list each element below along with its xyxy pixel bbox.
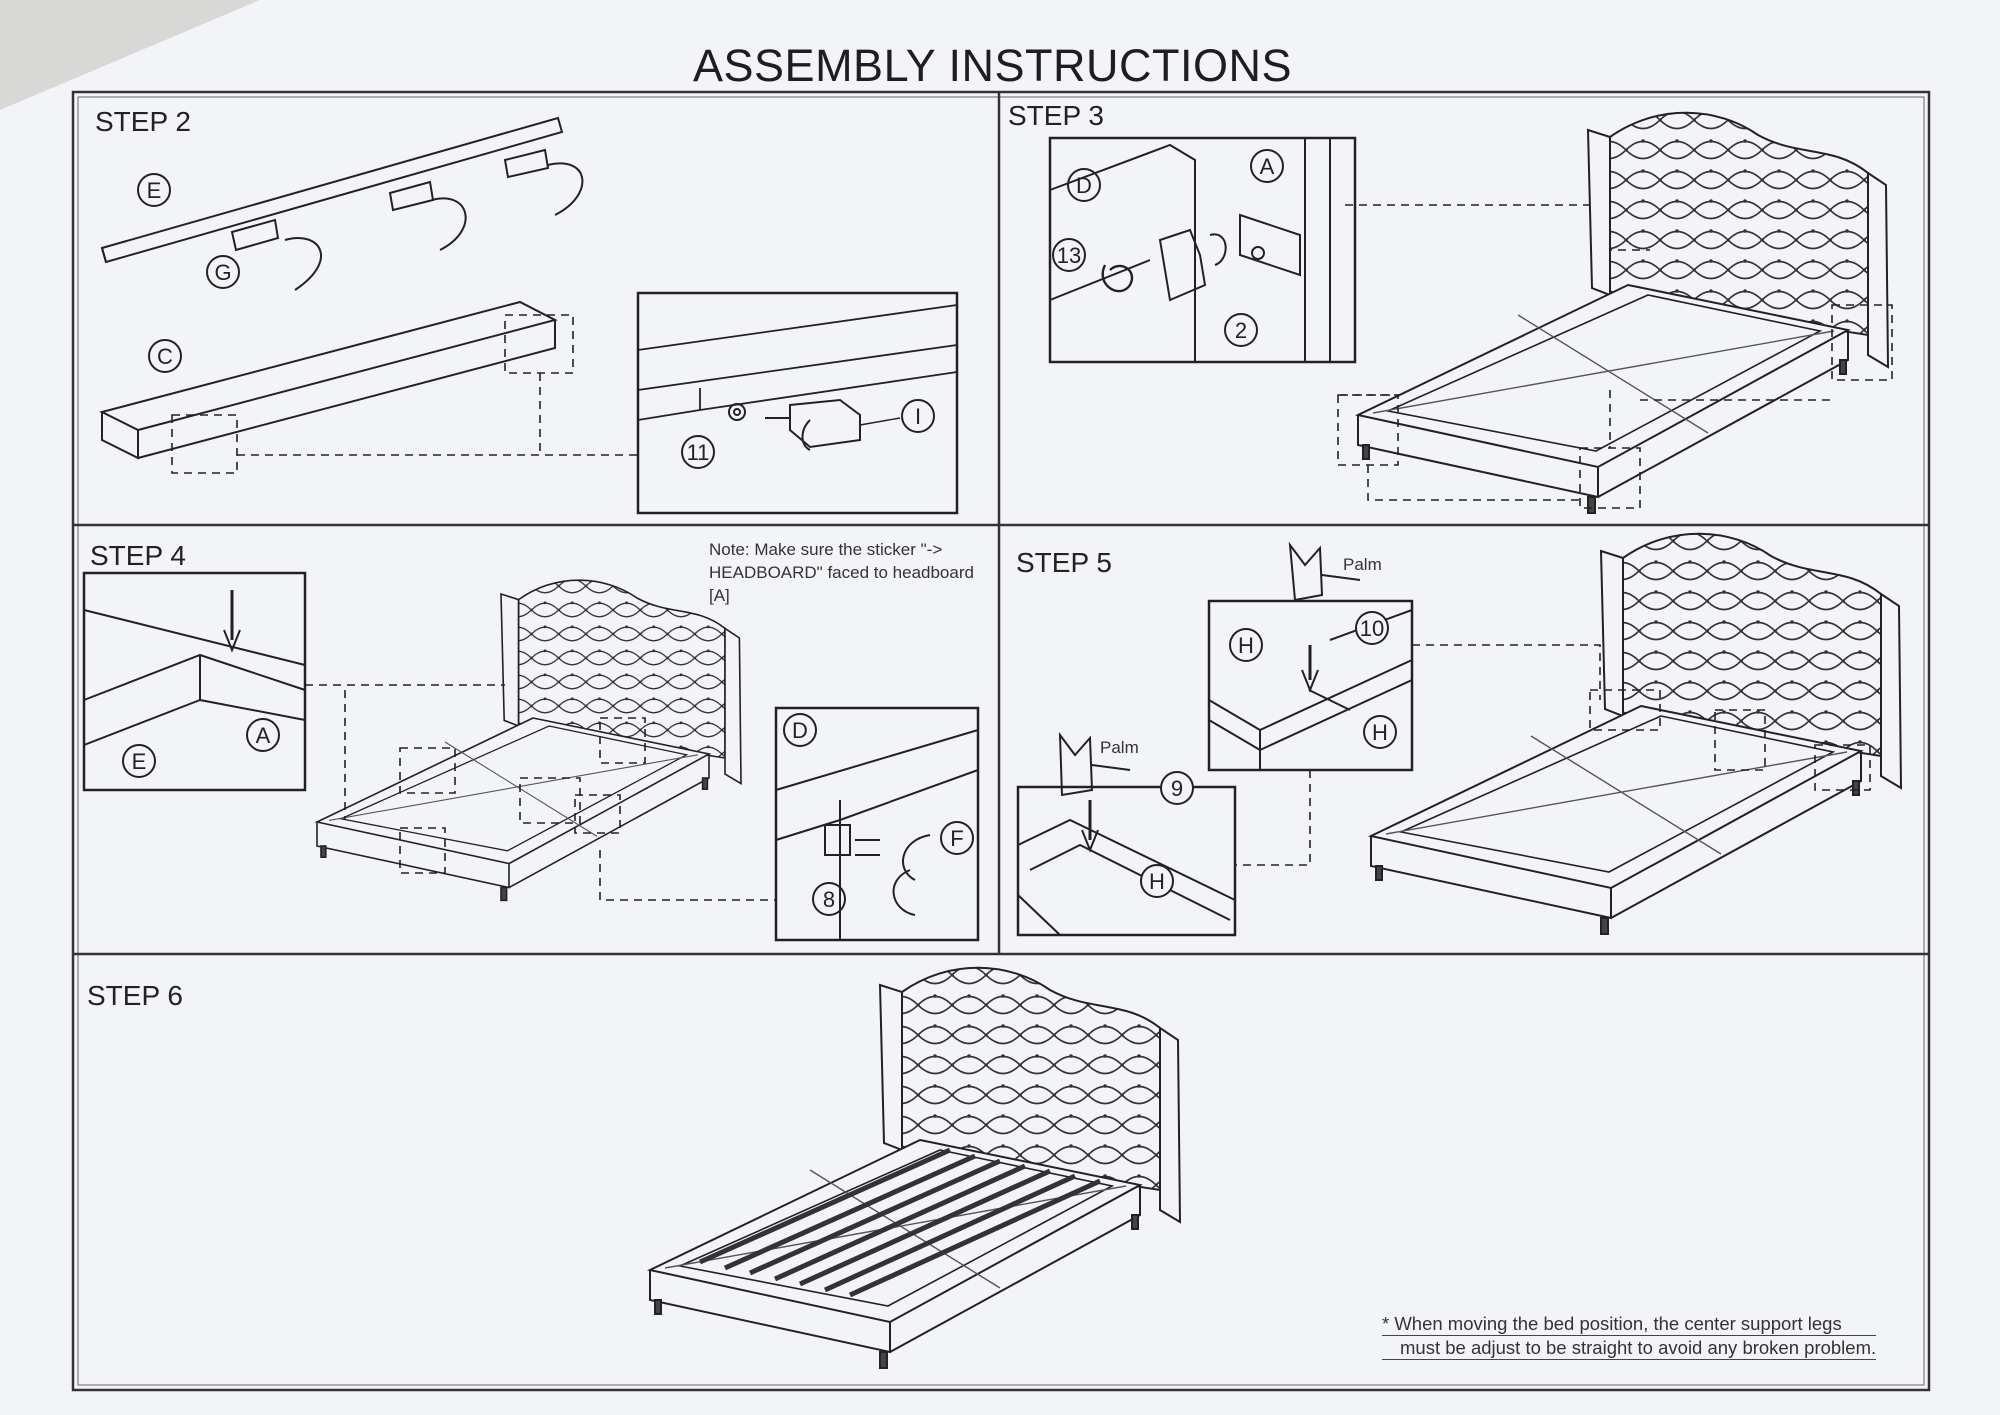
footnote-line-1: * When moving the bed position, the cent… [1382,1312,1877,1336]
callout-h: H [1229,628,1263,662]
step5-detail-inset-bottom [1016,785,1237,937]
callout-10: 10 [1355,611,1389,645]
palm-label: Palm [1100,738,1139,757]
step4-detail-inset-left [82,571,307,792]
svg-text:H: H [1372,720,1388,745]
callout-g: G [206,255,240,289]
svg-text:H: H [1238,633,1254,658]
page-title: ASSEMBLY INSTRUCTIONS [693,40,1292,91]
callout-a: A [1250,149,1284,183]
callout-9: 9 [1160,771,1194,805]
callout-e: E [122,744,156,778]
callout-f: F [940,821,974,855]
step-2-label: STEP 2 [95,106,191,137]
sticker-note: Note: Make sure the sticker "-> HEADBOAR… [709,540,974,605]
svg-text:2: 2 [1235,318,1247,343]
step-3-label: STEP 3 [1008,100,1104,131]
step2-detail-inset [636,291,959,515]
callout-2: 2 [1224,313,1258,347]
svg-text:D: D [1076,173,1092,198]
beam-c [99,300,558,460]
svg-text:G: G [214,260,231,285]
svg-text:D: D [792,718,808,743]
callout-c: C [148,339,182,373]
svg-text:A: A [1260,154,1275,179]
svg-text:13: 13 [1057,243,1081,268]
callouts: E G C I 11 D A 13 2 A E D F 8 H 10 H 9 H [122,149,1397,916]
callout-13: 13 [1052,238,1086,272]
svg-text:8: 8 [823,887,835,912]
svg-text:A: A [256,723,271,748]
svg-text:11: 11 [687,440,710,465]
callout-h: H [1363,715,1397,749]
callout-a: A [246,718,280,752]
svg-text:9: 9 [1171,776,1183,801]
svg-text:H: H [1149,869,1165,894]
brackets-g [230,148,584,291]
palm-label: Palm [1343,555,1382,574]
svg-text:F: F [950,826,963,851]
svg-text:C: C [157,344,173,369]
svg-text:10: 10 [1360,616,1384,641]
footnote: * When moving the bed position, the cent… [1382,1312,1877,1360]
callout-e: E [137,173,171,207]
step4-detail-inset-right [774,706,980,942]
step-5-label: STEP 5 [1016,547,1112,578]
svg-text:E: E [147,178,162,203]
callout-8: 8 [812,882,846,916]
rail-e [100,116,564,264]
footnote-line-2: must be adjust to be straight to avoid a… [1382,1336,1877,1360]
callout-i: I [901,399,935,433]
step-4-label: STEP 4 [90,540,186,571]
callout-d: D [783,713,817,747]
step-6-label: STEP 6 [87,980,183,1011]
callout-d: D [1067,168,1101,202]
callout-h: H [1140,864,1174,898]
outer-frame [71,90,1931,1392]
step3-detail-inset [1048,136,1357,364]
svg-text:E: E [132,749,147,774]
svg-text:I: I [915,404,921,429]
callout-11: 11 [681,435,715,469]
